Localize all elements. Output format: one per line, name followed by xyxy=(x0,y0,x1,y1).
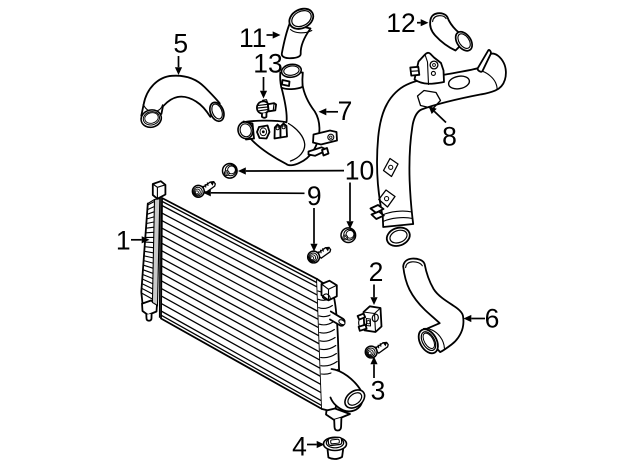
svg-text:5: 5 xyxy=(173,28,188,58)
svg-text:9: 9 xyxy=(307,181,322,211)
svg-text:11: 11 xyxy=(239,23,267,53)
svg-text:3: 3 xyxy=(371,376,386,406)
svg-text:4: 4 xyxy=(292,432,307,462)
svg-text:12: 12 xyxy=(386,8,415,38)
svg-text:1: 1 xyxy=(116,226,131,256)
svg-text:2: 2 xyxy=(369,257,384,287)
svg-text:13: 13 xyxy=(253,49,282,79)
svg-text:7: 7 xyxy=(338,96,353,126)
svg-text:8: 8 xyxy=(442,122,457,152)
svg-text:10: 10 xyxy=(345,156,374,186)
svg-text:6: 6 xyxy=(485,304,500,334)
